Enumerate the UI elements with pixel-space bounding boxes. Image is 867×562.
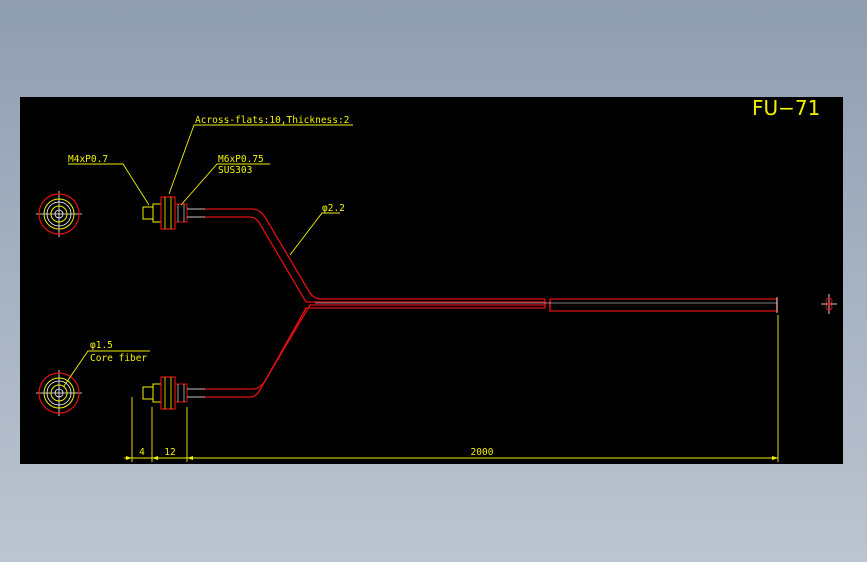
end-view-upper <box>36 191 82 237</box>
cad-viewport[interactable]: FU−71 Across-flats:10,Thickness:2 M4xP0.… <box>20 97 843 464</box>
dimension-arrows <box>126 456 778 460</box>
dim-tip: 4 <box>139 447 145 458</box>
drawing-title: FU−71 <box>752 97 820 120</box>
fiber-drawing: FU−71 Across-flats:10,Thickness:2 M4xP0.… <box>36 97 837 462</box>
dim-length: 2000 <box>471 447 494 458</box>
dimension-lines <box>124 315 779 462</box>
connector-upper <box>142 196 205 230</box>
dim-body: 12 <box>164 447 175 458</box>
connector-lower <box>142 376 205 410</box>
end-view-lower <box>36 370 82 416</box>
material-label: SUS303 <box>218 165 252 176</box>
end-view-right <box>821 294 837 314</box>
leader-lines <box>63 124 353 387</box>
cable-diameter-label: φ2.2 <box>322 203 345 214</box>
thread-small-label: M4xP0.7 <box>68 154 108 165</box>
thread-large-label: M6xP0.75 <box>218 154 264 165</box>
across-flats-label: Across-flats:10,Thickness:2 <box>195 115 349 126</box>
core-diameter-label: φ1.5 <box>90 340 113 351</box>
core-fiber-label: Core fiber <box>90 353 147 364</box>
fiber-cable <box>205 208 778 398</box>
